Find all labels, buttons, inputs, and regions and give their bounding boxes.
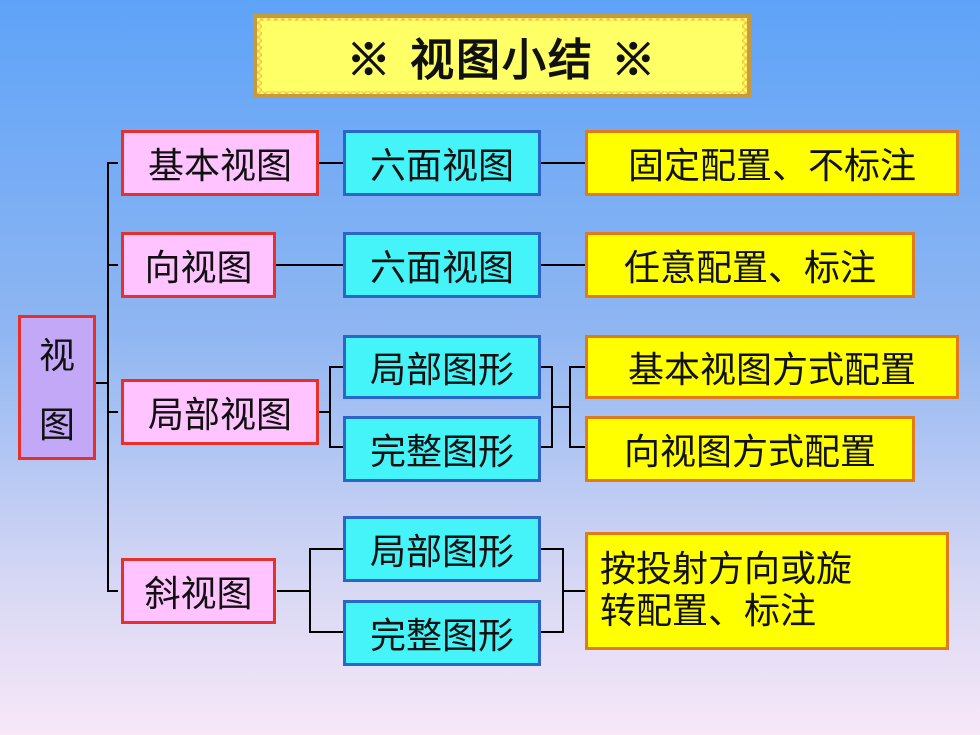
partial-full-shape-node: 完整图形	[343, 416, 541, 482]
direction-view-node: 向视图	[121, 232, 276, 298]
oblique-local-shape-node: 局部图形	[343, 516, 541, 582]
partial-view-node: 局部视图	[121, 379, 319, 445]
basic-result-node: 固定配置、不标注	[585, 130, 959, 196]
partial-result-direction-node: 向视图方式配置	[585, 416, 915, 482]
root-char-2: 图	[38, 405, 75, 447]
oblique-result-line-1: 按投射方向或旋	[600, 549, 853, 590]
basic-view-node: 基本视图	[121, 130, 319, 196]
root-view-node: 视 图	[18, 315, 96, 460]
root-char-1: 视	[38, 335, 75, 377]
partial-result-basic-node: 基本视图方式配置	[585, 335, 959, 399]
oblique-full-shape-node: 完整图形	[343, 600, 541, 666]
partial-local-shape-node: 局部图形	[343, 335, 541, 399]
direction-result-node: 任意配置、标注	[585, 232, 915, 298]
title-banner: ※ 视图小结 ※	[253, 14, 751, 98]
direction-six-face-node: 六面视图	[343, 232, 541, 298]
basic-six-face-node: 六面视图	[343, 130, 541, 196]
oblique-result-node: 按投射方向或旋 转配置、标注	[585, 532, 949, 650]
oblique-view-node: 斜视图	[121, 558, 276, 624]
page-title: ※ 视图小结 ※	[262, 21, 742, 91]
oblique-result-line-2: 转配置、标注	[600, 591, 817, 632]
